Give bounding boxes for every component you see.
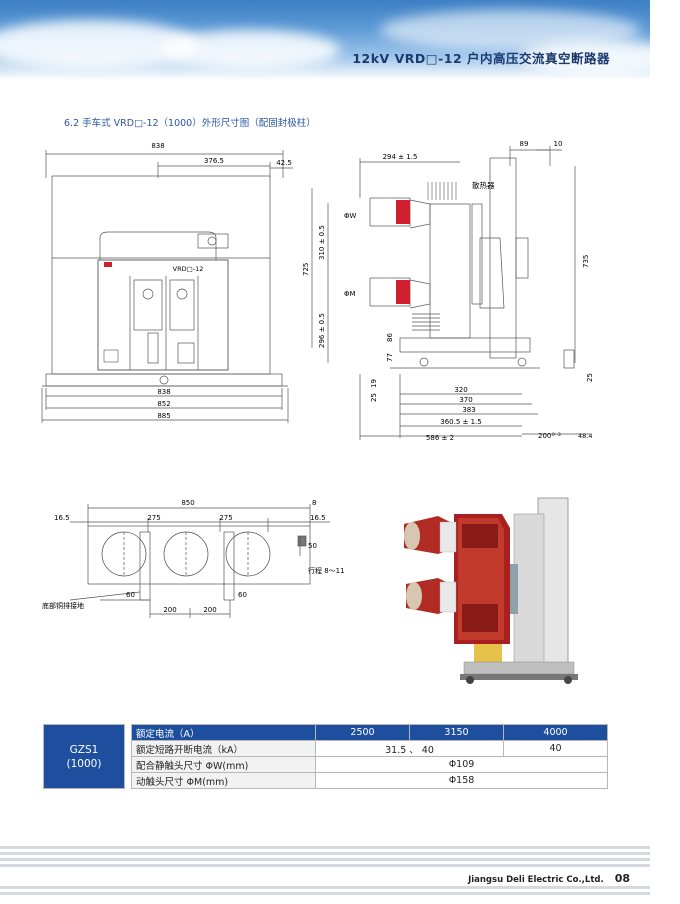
dim-360-5: 360.5 ± 1.5 — [440, 418, 482, 426]
dim-852: 852 — [157, 400, 170, 408]
dim-25b: 25 — [586, 373, 594, 382]
rated-current-3150: 3150 — [409, 724, 504, 741]
dim-885: 885 — [157, 412, 170, 420]
dim-16-5-right: 16.5 — [310, 514, 326, 522]
dim-25a: 25 — [370, 393, 378, 402]
dim-586: 586 ± 2 — [426, 434, 454, 442]
dim-200: 200 — [538, 432, 551, 440]
table-row: 动触头尺寸 ΦM(mm) Φ158 — [44, 772, 608, 789]
dim-275-a: 275 — [147, 514, 160, 522]
side-view-drawing: 294 ± 1.5 89 10 散热器 ΦW ΦM 725 310 ± 0.5 … — [302, 140, 594, 442]
dim-320: 320 — [454, 386, 467, 394]
table-row: GZS1 (1000) 额定电流（A） 2500 3150 4000 — [43, 724, 608, 789]
model-cell: GZS1 (1000) — [43, 724, 125, 789]
dim-10: 10 — [554, 140, 563, 148]
dim-77: 77 — [386, 353, 394, 362]
dim-275-b: 275 — [219, 514, 232, 522]
dim-310: 310 ± 0.5 — [318, 225, 326, 260]
dim-200-a: 200 — [163, 606, 176, 614]
model-variant: (1000) — [66, 757, 102, 770]
dim-383: 383 — [462, 406, 475, 414]
dim-838-top: 838 — [151, 142, 164, 150]
footer: Jiangsu Deli Electric Co.,Ltd. 08 — [0, 838, 650, 904]
footer-text: Jiangsu Deli Electric Co.,Ltd. 08 — [468, 872, 630, 885]
dim-60-b: 60 — [238, 591, 247, 599]
front-view-drawing: 838 376.5 42.5 VRD□-12 838 852 885 — [41, 142, 293, 423]
rated-current-4000: 4000 — [503, 724, 608, 741]
dim-19: 19 — [370, 379, 378, 388]
table-row: 额定短路开断电流（kA） 31.5 、 40 40 — [44, 740, 608, 757]
dim-89: 89 — [520, 140, 529, 148]
dim-850: 850 — [181, 499, 194, 507]
dim-42-5: 42.5 — [276, 159, 292, 167]
panel-label: VRD□-12 — [173, 265, 204, 273]
dim-60-a: 60 — [126, 591, 135, 599]
stroke-label: 行程 8～11 — [308, 566, 345, 575]
dim-294: 294 ± 1.5 — [383, 153, 418, 161]
dim-296: 296 ± 0.5 — [318, 313, 326, 348]
dim-16-5-left: 16.5 — [54, 514, 70, 522]
static-contact-value: Φ109 — [315, 756, 608, 773]
moving-contact-label: 动触头尺寸 ΦM(mm) — [131, 772, 316, 789]
dim-838: 838 — [157, 388, 170, 396]
rated-current-2500: 2500 — [315, 724, 410, 741]
phi-m-label: ΦM — [344, 290, 356, 298]
page-number: 08 — [614, 872, 630, 885]
phi-w-label: ΦW — [344, 212, 357, 220]
heatsink-label: 散热器 — [472, 180, 495, 190]
dim-735: 735 — [582, 255, 590, 268]
header-banner: 12kV VRD□-12 户内高压交流真空断路器 — [0, 0, 680, 80]
breaking-current-value-2: 40 — [503, 740, 608, 757]
top-view-drawing: 850 8 16.5 275 275 16.5 50 行程 8～11 底部铜排接… — [42, 499, 345, 618]
rated-current-label: 额定电流（A） — [131, 724, 316, 741]
dim-200-b: 200 — [203, 606, 216, 614]
dim-86: 86 — [386, 333, 394, 342]
copper-ground-label: 底部铜排接地 — [42, 601, 84, 610]
dim-50: 50 — [308, 542, 317, 550]
dim-376-5: 376.5 — [204, 157, 224, 165]
product-photo — [404, 497, 578, 684]
warning-sign-icon — [103, 349, 119, 363]
breaking-current-value-1: 31.5 、 40 — [315, 740, 504, 757]
dim-8: 8 — [312, 499, 316, 507]
dim-48-4: 48.4 — [578, 432, 592, 440]
model-name: GZS1 — [69, 743, 99, 756]
section-title: 6.2 手车式 VRD□-12（1000）外形尺寸图（配固封极柱） — [64, 118, 316, 129]
moving-contact-value: Φ158 — [315, 772, 608, 789]
spec-table: GZS1 (1000) 额定电流（A） 2500 3150 4000 额定短路开… — [43, 724, 608, 789]
breaking-current-label: 额定短路开断电流（kA） — [131, 740, 316, 757]
table-row: 配合静触头尺寸 ΦW(mm) Φ109 — [44, 756, 608, 773]
dim-200-tolerance: 0 -3 — [552, 432, 561, 438]
company-name: Jiangsu Deli Electric Co.,Ltd. — [468, 875, 604, 885]
dim-725: 725 — [302, 263, 310, 276]
page-title: 12kV VRD□-12 户内高压交流真空断路器 — [352, 51, 610, 66]
brand-logo — [104, 262, 112, 267]
static-contact-label: 配合静触头尺寸 ΦW(mm) — [131, 756, 316, 773]
dim-370: 370 — [459, 396, 472, 404]
